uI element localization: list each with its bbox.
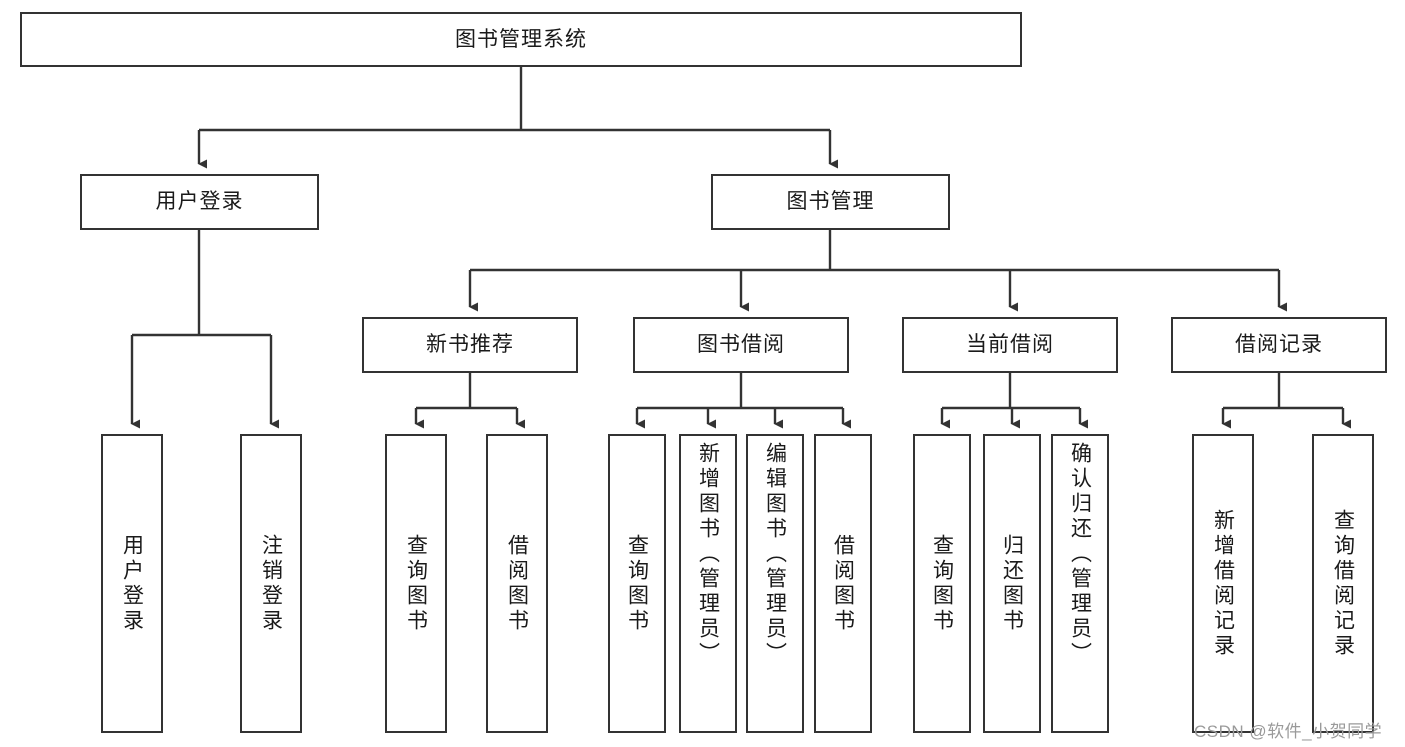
node-current-borrow[interactable]: 当前借阅 [902, 317, 1118, 373]
leaf-logout-login[interactable]: 注销登录 [240, 434, 302, 733]
leaf-query-borrow-record[interactable]: 查询借阅记录 [1312, 434, 1374, 733]
leaf-borrow-book[interactable]: 借阅图书 [814, 434, 872, 733]
leaf-edit-book-admin[interactable]: 编辑图书（管理员） [746, 434, 804, 733]
leaf-query-book-recommend[interactable]: 查询图书 [385, 434, 447, 733]
connectors [130, 67, 1351, 429]
leaf-user-login[interactable]: 用户登录 [101, 434, 163, 733]
node-new-book-recommend[interactable]: 新书推荐 [362, 317, 578, 373]
leaf-query-book-current[interactable]: 查询图书 [913, 434, 971, 733]
leaf-confirm-return-admin[interactable]: 确认归还（管理员） [1051, 434, 1109, 733]
node-book-management[interactable]: 图书管理 [711, 174, 950, 230]
leaf-add-book-admin[interactable]: 新增图书（管理员） [679, 434, 737, 733]
leaf-return-book[interactable]: 归还图书 [983, 434, 1041, 733]
leaf-borrow-book-recommend[interactable]: 借阅图书 [486, 434, 548, 733]
leaf-query-book-borrow[interactable]: 查询图书 [608, 434, 666, 733]
node-book-borrow[interactable]: 图书借阅 [633, 317, 849, 373]
leaf-add-borrow-record[interactable]: 新增借阅记录 [1192, 434, 1254, 733]
node-root[interactable]: 图书管理系统 [20, 12, 1022, 67]
node-borrow-record[interactable]: 借阅记录 [1171, 317, 1387, 373]
node-user-login[interactable]: 用户登录 [80, 174, 319, 230]
csdn-watermark: CSDN @软件_小贺同学 [1194, 722, 1383, 741]
